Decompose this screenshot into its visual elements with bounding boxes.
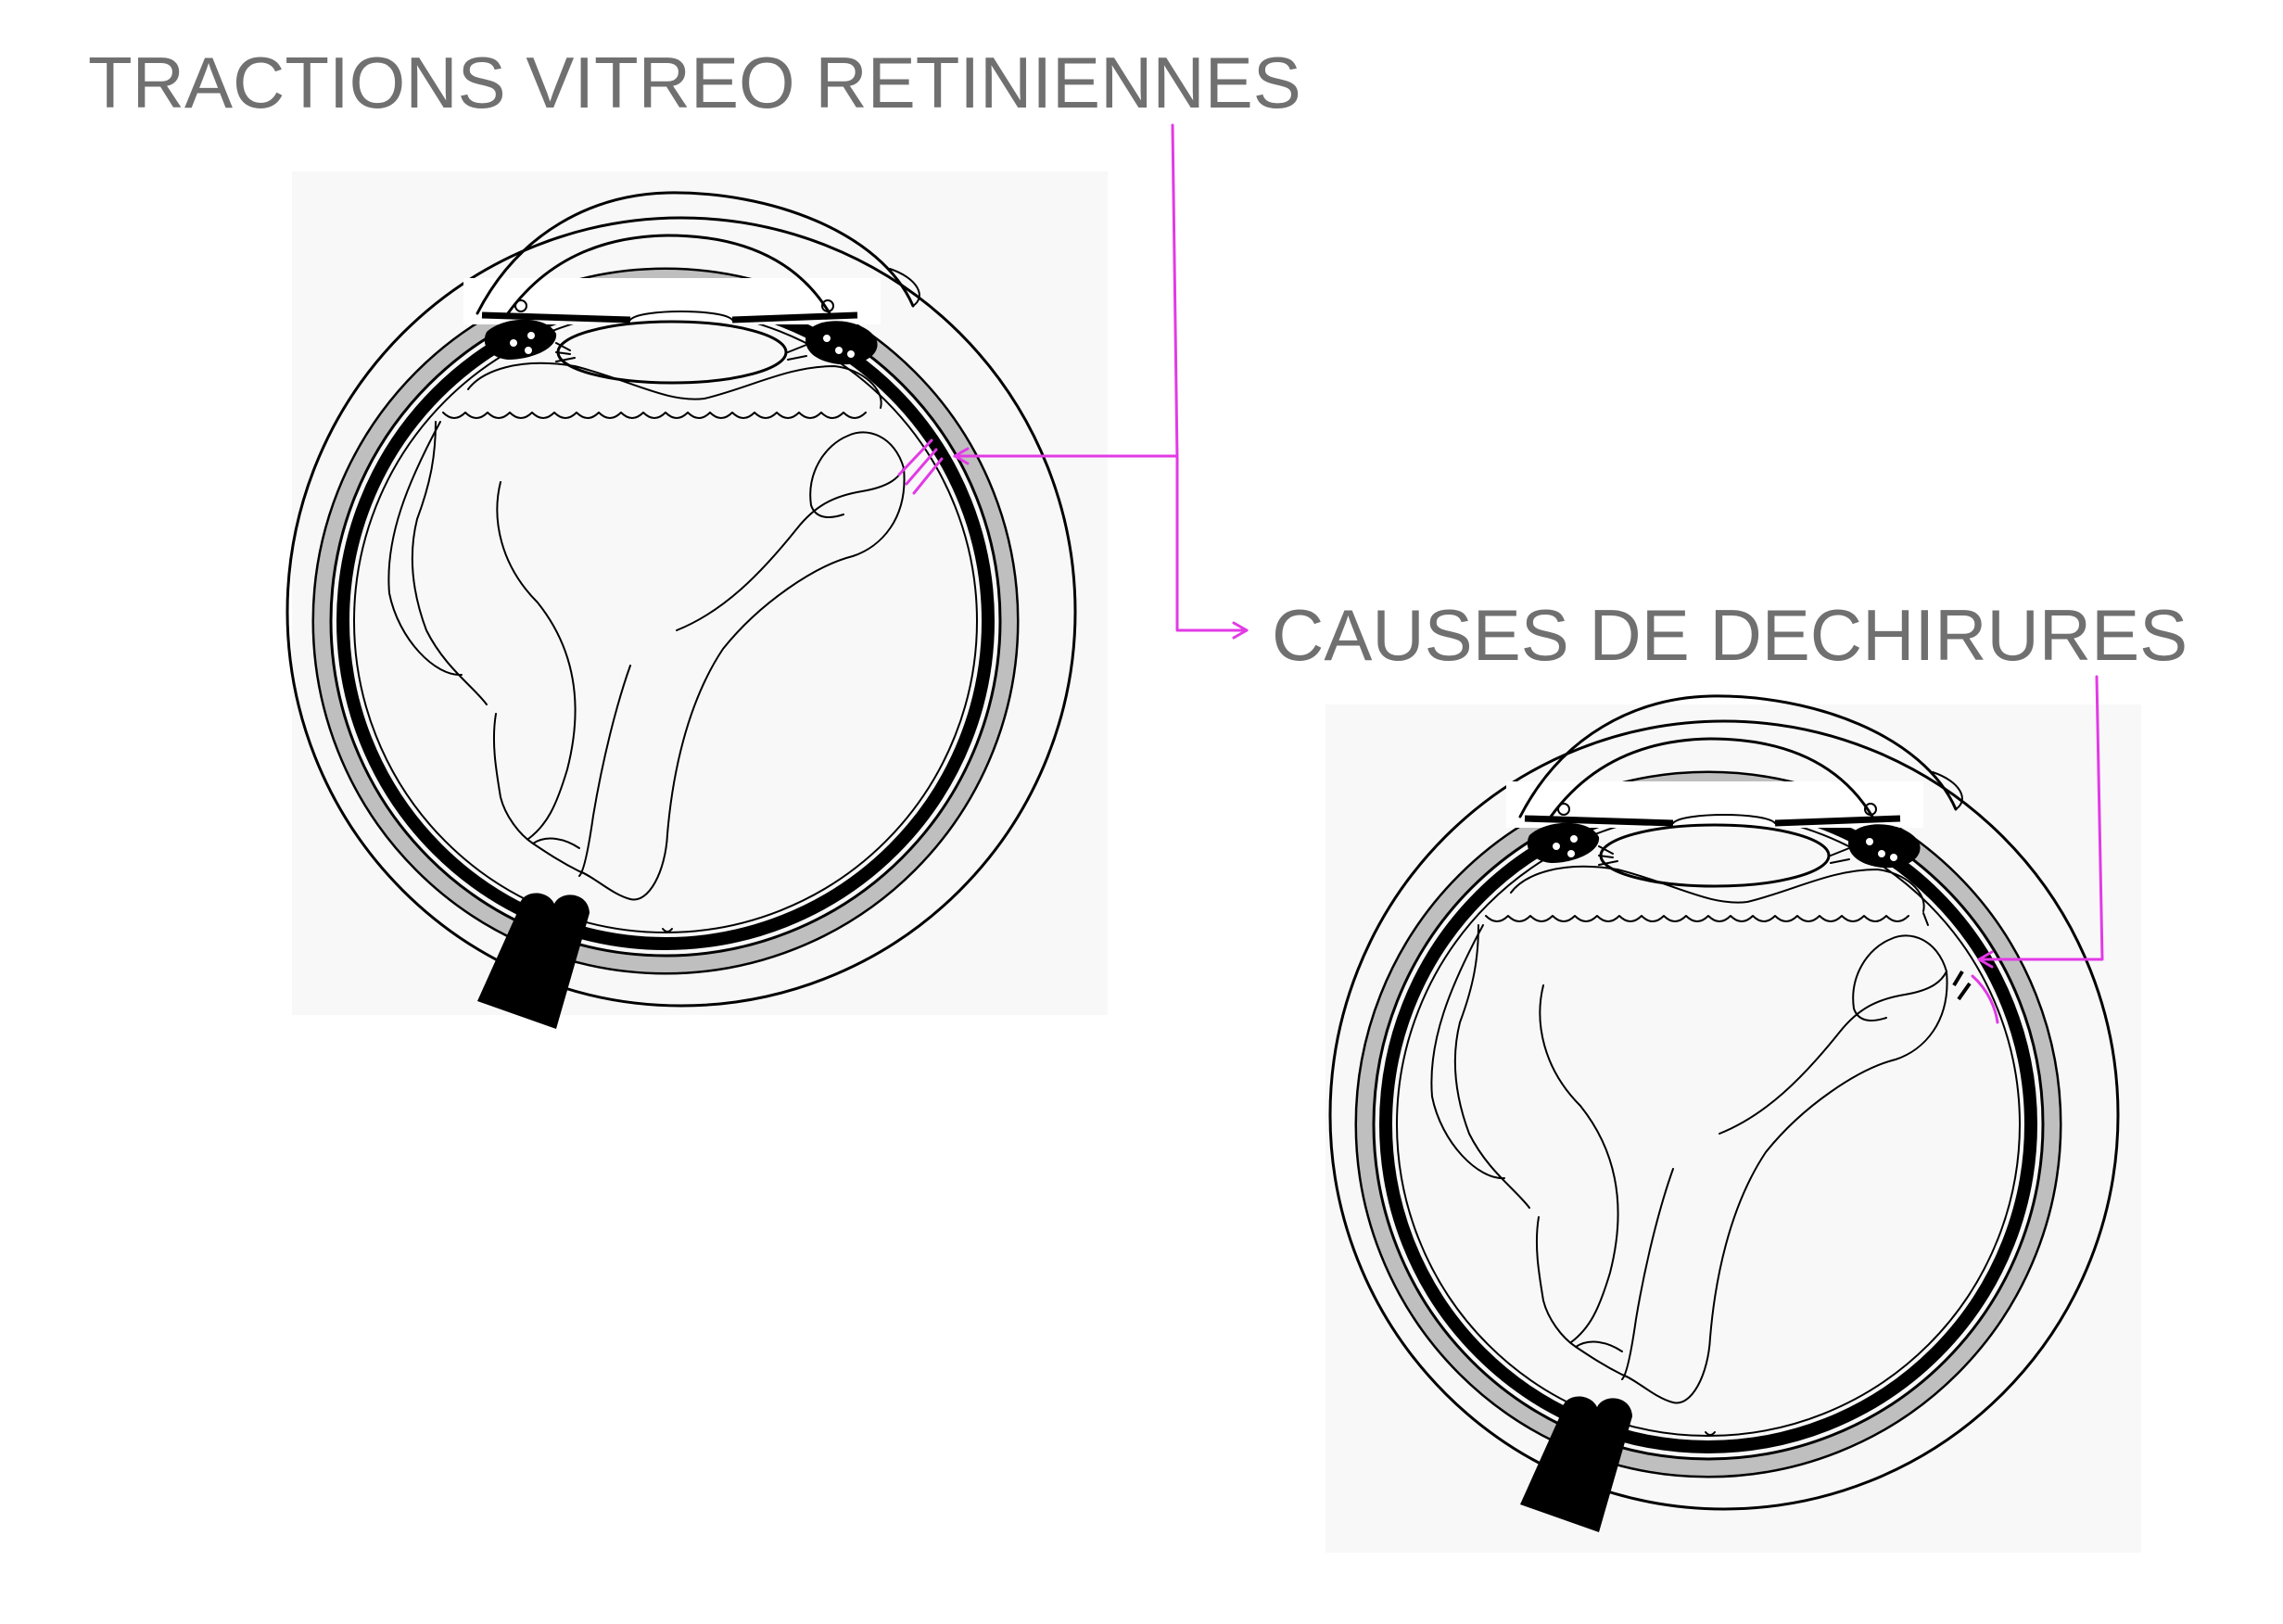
pointer-to-causes-label (1175, 457, 1249, 632)
cornea (1518, 694, 1958, 818)
eye-diagram-left (285, 191, 1077, 1029)
cornea (476, 191, 915, 315)
vitreous-base-left (442, 412, 867, 419)
optic-nerve (1520, 1396, 1632, 1532)
pointer-to-tear (1977, 675, 2104, 961)
sclera-band (311, 267, 1020, 975)
eye-diagram-right (1328, 694, 2120, 1532)
sclera-outline (285, 216, 1077, 1008)
pointer-traction-bracket (1171, 123, 1179, 461)
ciliary-body-right (1848, 824, 1921, 869)
pointer-arrowhead-causes (1232, 621, 1249, 640)
traction-strands (897, 438, 944, 495)
ciliary-body-right (805, 321, 878, 365)
pointer-arrowhead-tear (1977, 950, 1994, 969)
vitreous-detachment (1430, 924, 1619, 1348)
ciliary-body-left (1527, 822, 1600, 863)
ciliary-body-left (484, 319, 557, 360)
sclera-band (1354, 770, 2062, 1478)
vitreous-detachment (387, 421, 577, 844)
label-causes: CAUSES DE DECHIRURES (1272, 594, 2188, 676)
label-traction: TRACTIONS VITREO RETINIENNES (88, 42, 1301, 123)
optic-nerve (477, 893, 590, 1029)
iris (481, 311, 858, 324)
sclera-outline (1328, 719, 2120, 1511)
iris (1524, 815, 1901, 827)
diagram-backdrop-right (1325, 704, 2141, 1553)
pointer-arrowhead-traction (953, 447, 970, 465)
callout-pointers (953, 123, 2104, 969)
retinal-tear-flap (1952, 970, 1972, 1001)
vitreous-base-right (1485, 915, 1909, 922)
